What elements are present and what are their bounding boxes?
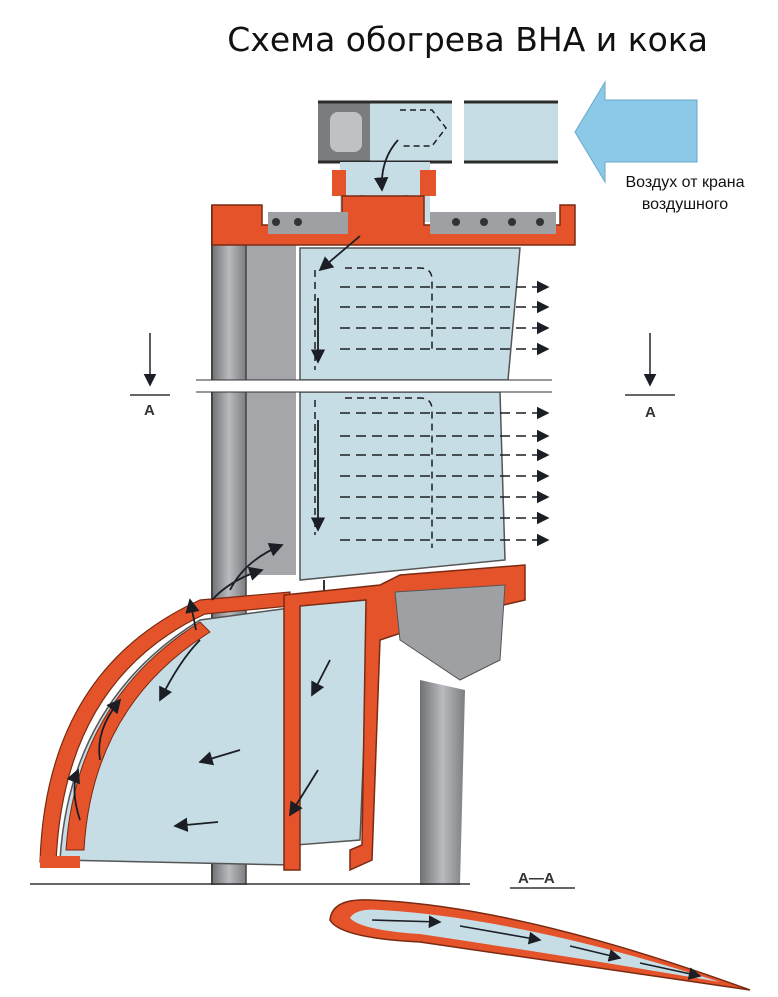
section-airfoil bbox=[329, 899, 751, 991]
diagram-title: Схема обогрева ВНА и кока bbox=[227, 20, 708, 59]
inlet-arrow-icon bbox=[574, 80, 698, 184]
guide-vane bbox=[196, 247, 552, 581]
section-mark-right: А bbox=[645, 404, 656, 421]
section-mark-left: А bbox=[144, 402, 155, 419]
flow-arrows-upper bbox=[340, 280, 550, 356]
inlet-pipe bbox=[318, 90, 558, 174]
vane-channels bbox=[314, 267, 433, 548]
section-view-label: А—А bbox=[518, 870, 555, 887]
inlet-label: Воздух от крана воздушного bbox=[625, 174, 745, 213]
lower-frame bbox=[283, 564, 526, 885]
section-arrow-icon bbox=[130, 333, 675, 396]
flow-arrows-lower bbox=[340, 406, 550, 547]
top-flange bbox=[211, 195, 576, 246]
spinner-flow-arrows bbox=[66, 543, 331, 833]
